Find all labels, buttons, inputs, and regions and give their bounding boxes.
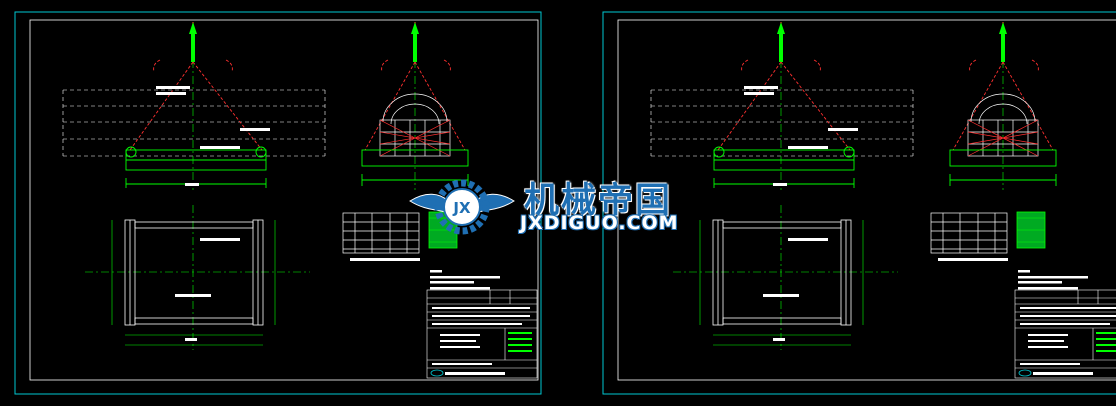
watermark-url: JXDIGUO.COM — [520, 212, 679, 234]
watermark-title: 机械帝国 — [524, 181, 673, 221]
watermark: 机械帝国 JXDIGUO.COM — [412, 168, 712, 248]
svg-text:JX: JX — [452, 199, 471, 217]
gear-icon: JX — [409, 179, 515, 235]
